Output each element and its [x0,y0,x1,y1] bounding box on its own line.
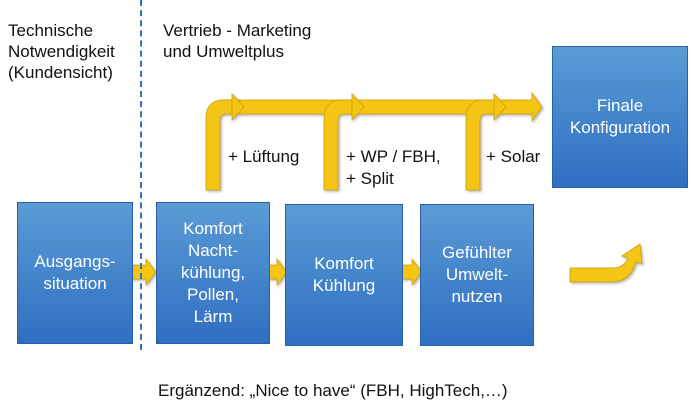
arrow-benefit-curve [569,243,643,283]
box-comfort-cooling: Komfort Kühlung [285,204,403,346]
footer-note: Ergänzend: „Nice to have“ (FBH, HighTech… [158,381,508,400]
arrow-top-main [219,91,543,123]
arrow-start-to-comfort-night [130,257,157,287]
addition-solar: + Solar [486,147,541,166]
column-divider [140,0,142,350]
arrow-head-1 [231,92,245,122]
right-column-header: Vertrieb - Marketing und Umweltplus [163,21,312,61]
addition-ventilation: + Lüftung [228,147,300,166]
box-final-configuration: Finale Konfiguration [552,46,688,188]
arrow-head-3 [493,92,507,122]
arrow-branch-ventilation [205,99,241,191]
box-start-situation: Ausgangs- situation [17,202,133,344]
arrow-cooling-to-benefit [401,257,423,287]
left-column-header: Technische Notwendigkeit (Kundensicht) [8,21,115,82]
addition-heatpump-split: + WP / FBH, + Split [346,147,441,188]
box-comfort-night-cooling: Komfort Nacht- kühlung, Pollen, Lärm [156,202,270,344]
box-perceived-benefit: Gefühlter Umwelt- nutzen [420,204,534,346]
arrow-head-2 [351,92,365,122]
